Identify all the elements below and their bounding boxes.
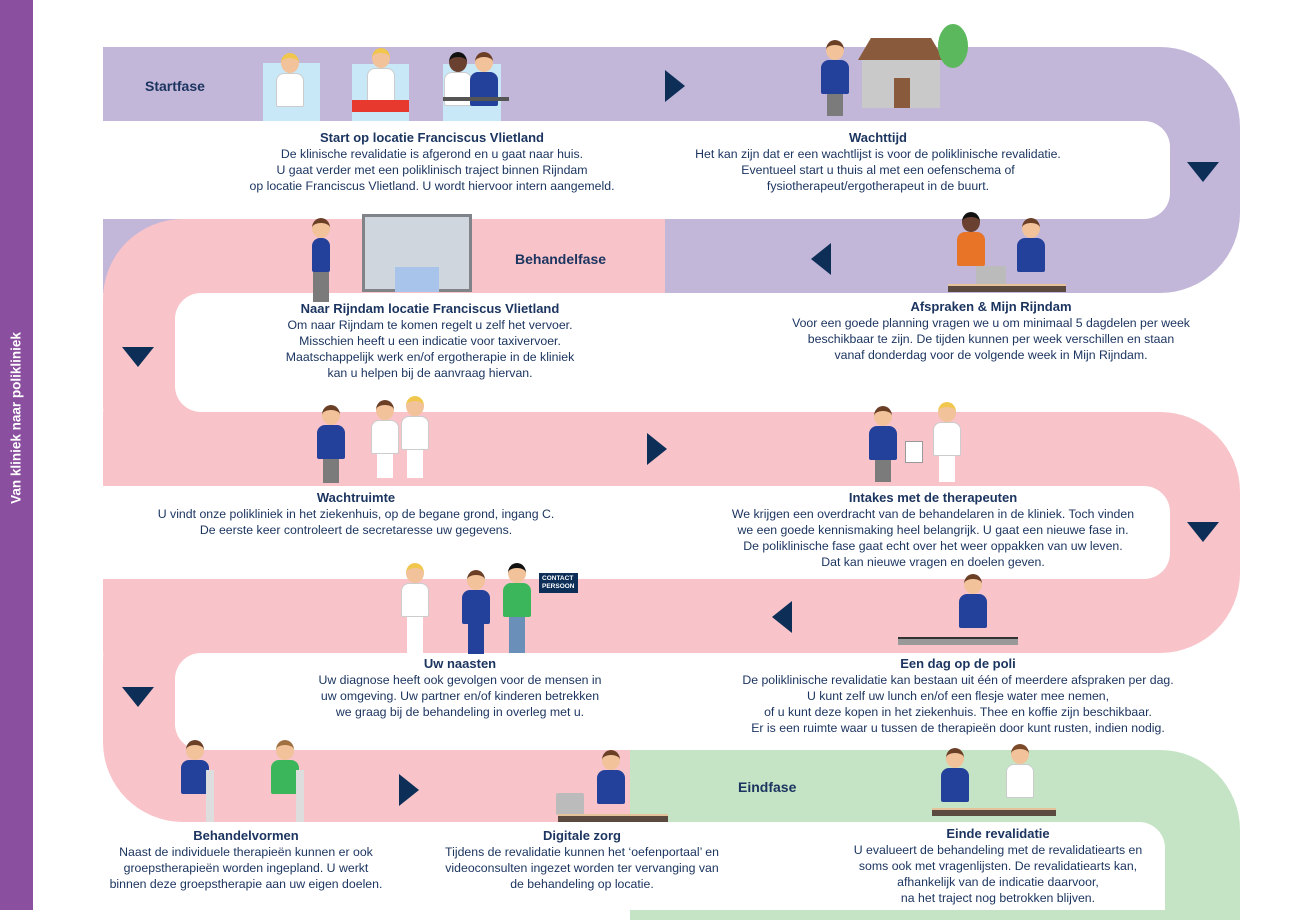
step-een-dag: Een dag op de poli De poliklinische reval… (698, 656, 1218, 736)
step-title: Naar Rijndam locatie Franciscus Vlietlan… (300, 301, 560, 316)
step-start-locatie: Start op locatie Franciscus Vlietland De … (172, 130, 692, 194)
walking-exercise-illustration (443, 52, 509, 121)
sidebar-title: Van kliniek naar polikliniek (8, 332, 24, 504)
step-title: Afspraken & Mijn Rijndam (910, 299, 1072, 314)
step-text: U evalueert de behandeling met de revali… (853, 843, 1143, 857)
step-text: Het kan zijn dat er een wachtlijst is vo… (695, 147, 1061, 161)
step-naar-rijndam: Naar Rijndam locatie Franciscus Vlietlan… (170, 301, 690, 381)
phase-label-behandel: Behandelfase (515, 251, 607, 267)
exercise-bike-icon (206, 770, 214, 822)
step-panel-2 (175, 293, 1289, 412)
tree-icon (938, 24, 968, 68)
step-text: Eventueel start u thuis al met een oefen… (741, 163, 1015, 177)
step-uw-naasten: Uw naasten Uw diagnose heeft ook gevolgen… (200, 656, 720, 720)
step-text: U kunt zelf uw lunch en/of een flesje wa… (806, 689, 1110, 703)
lunch-table-icon (898, 637, 1018, 645)
phase-label-start: Startfase (145, 78, 205, 94)
badge-line-2: PERSOON (542, 583, 575, 590)
step-text: we graag bij de behandeling in overleg m… (335, 705, 585, 719)
step-text: De poliklinische fase gaat echt over het… (743, 539, 1123, 553)
step-panel-3 (103, 486, 1170, 579)
step-title: Behandelvormen (193, 828, 299, 843)
step-text: op locatie Franciscus Vlietland. U wordt… (249, 179, 615, 193)
step-text: fysiotherapeut/ergotherapeut in de buurt… (766, 179, 990, 193)
step-text: Voor een goede planning vragen we u om m… (792, 316, 1190, 330)
step-text: kan u helpen bij de aanvraag hiervan. (327, 366, 533, 380)
step-text: videoconsulten ingezet worden ter vervan… (445, 861, 719, 875)
step-title: Wachttijd (848, 130, 907, 145)
step-intakes: Intakes met de therapeuten We krijgen een… (673, 490, 1193, 570)
nurse-illustration (263, 53, 320, 121)
step-wachtruimte: Wachtruimte U vindt onze polikliniek in h… (96, 490, 616, 538)
step-text: Dat kan nieuwe vragen en doelen geven. (821, 555, 1045, 569)
step-panel-1 (103, 121, 1170, 219)
document-icon (905, 441, 923, 463)
step-text: de behandeling op locatie. (510, 877, 654, 891)
step-text: Misschien heeft u een indicatie voor tax… (299, 334, 561, 348)
therapist-illustration (352, 48, 409, 121)
step-text: binnen deze groepstherapie aan uw eigen … (109, 877, 383, 891)
sidebar: Van kliniek naar polikliniek (0, 0, 33, 910)
step-title: Een dag op de poli (900, 656, 1016, 671)
step-panel-5 (33, 822, 1165, 910)
house-icon (858, 38, 944, 108)
step-text: soms ook met vragenlijsten. De revalidat… (858, 859, 1138, 873)
step-text: vanaf donderdag voor de volgende week in… (834, 348, 1148, 362)
step-text: na het traject nog betrokken blijven. (900, 891, 1096, 905)
step-text: uw omgeving. Uw partner en/of kinderen b… (320, 689, 600, 703)
step-title: Uw naasten (423, 656, 497, 671)
phase-label-eind: Eindfase (738, 779, 797, 795)
arrow-right-icon (665, 70, 685, 102)
hospital-building-icon (362, 214, 472, 292)
arrow-left-icon (772, 601, 792, 633)
desk-icon (932, 808, 1056, 816)
arrow-down-icon (122, 687, 154, 707)
step-text: afhankelijk van de indicatie daarvoor, (897, 875, 1099, 889)
step-text: beschikbaar te zijn. De tijden kunnen pe… (807, 332, 1175, 346)
step-title: Intakes met de therapeuten (848, 490, 1018, 505)
step-einde-revalidatie: Einde revalidatie U evalueert de behandel… (818, 826, 1178, 906)
step-text: Om naar Rijndam te komen regelt u zelf h… (287, 318, 573, 332)
step-text: Tijdens de revalidatie kunnen het ‘oefen… (445, 845, 719, 859)
badge-line-1: CONTACT (542, 575, 574, 582)
step-text: of u kunt deze kopen in het ziekenhuis. … (764, 705, 1152, 719)
step-text: we een goede kennismaking heel belangrij… (737, 523, 1129, 537)
step-title: Wachtruimte (316, 490, 396, 505)
step-text: Maatschappelijk werk en/of ergotherapie … (285, 350, 575, 364)
step-text: U gaat verder met een poliklinisch traje… (276, 163, 588, 177)
step-title: Start op locatie Franciscus Vlietland (320, 130, 544, 145)
arrow-left-icon (811, 243, 831, 275)
step-text: U vindt onze polikliniek in het ziekenhu… (157, 507, 555, 521)
arrow-down-icon (1187, 162, 1219, 182)
laptop-icon (556, 793, 584, 815)
arrow-right-icon (647, 433, 667, 465)
exercise-bike-icon (296, 770, 304, 822)
desk-icon (948, 284, 1066, 292)
arrow-down-icon (1187, 522, 1219, 542)
desk-icon (558, 814, 668, 822)
laptop-icon (976, 266, 1006, 286)
step-panel-4 (175, 653, 1289, 750)
step-text: Naast de individuele therapieën kunnen e… (119, 845, 373, 859)
step-text: De poliklinische revalidatie kan bestaan… (742, 673, 1174, 687)
step-text: We krijgen een overdracht van de behande… (731, 507, 1135, 521)
step-title: Einde revalidatie (946, 826, 1050, 841)
step-title: Digitale zorg (542, 828, 621, 843)
step-text: groepstherapieën worden ingepland. U wer… (123, 861, 369, 875)
step-text: Uw diagnose heeft ook gevolgen voor de m… (318, 673, 602, 687)
arrow-down-icon (122, 347, 154, 367)
step-text: De eerste keer controleert de secretares… (199, 523, 513, 537)
step-text: De klinische revalidatie is afgerond en … (280, 147, 584, 161)
step-text: Er is een ruimte waar u tussen de therap… (751, 721, 1165, 735)
arrow-right-icon (399, 774, 419, 806)
